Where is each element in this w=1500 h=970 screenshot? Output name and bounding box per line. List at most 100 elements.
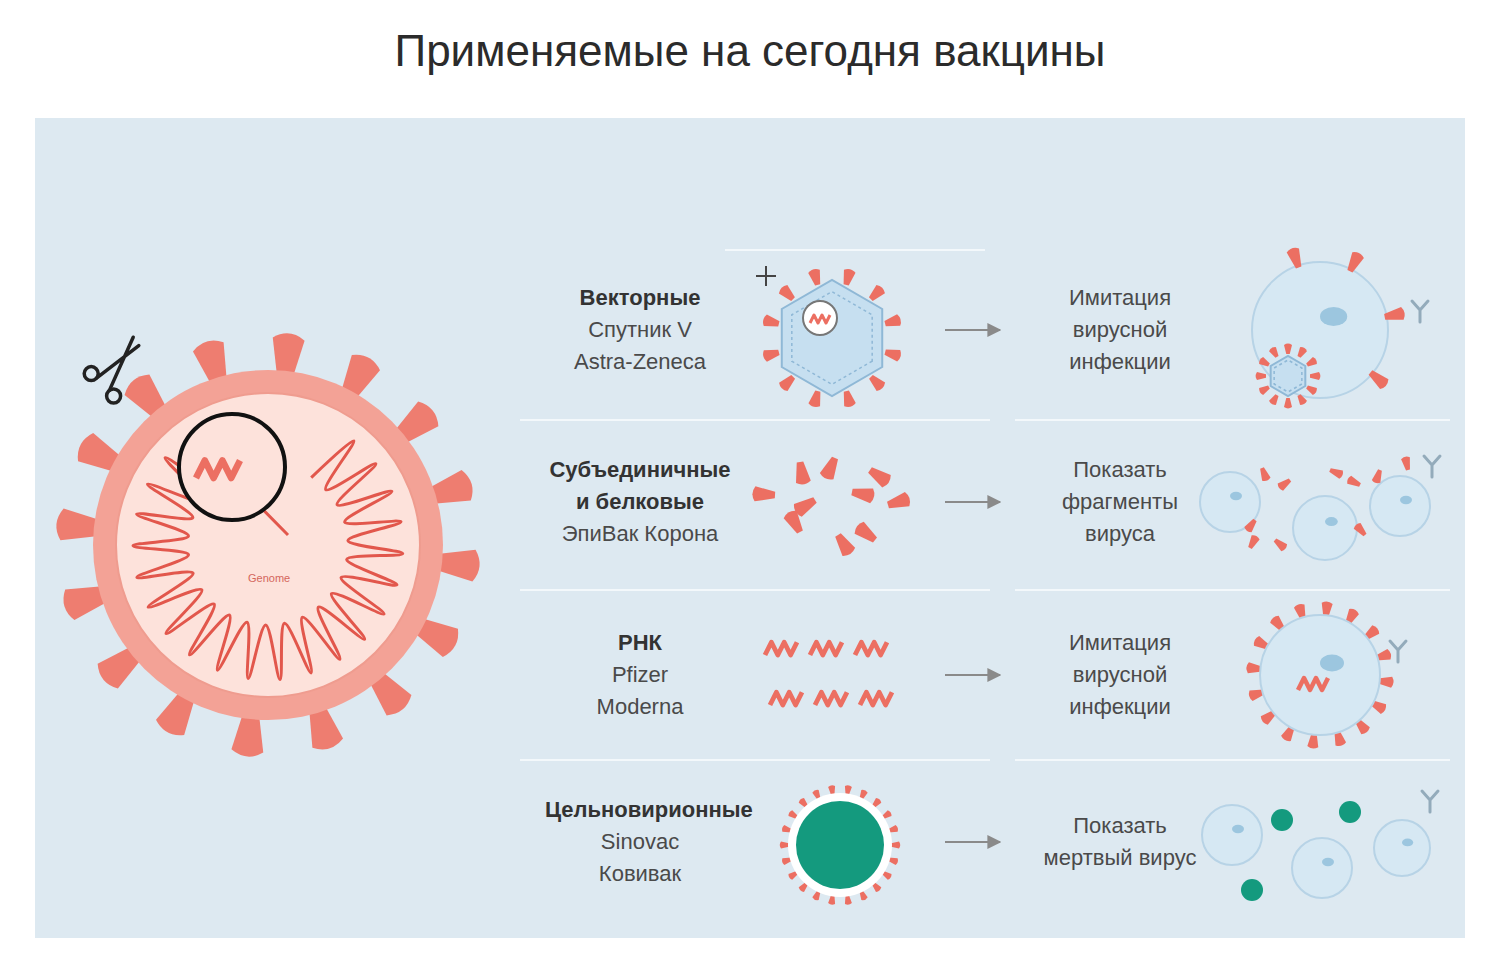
spike-protein — [1306, 385, 1317, 394]
text-column: ЦельновирионныеSinovacКовивак — [505, 794, 775, 890]
antibody — [1424, 456, 1440, 477]
row-divider — [520, 419, 990, 421]
vaccine-heading: Векторные — [580, 282, 701, 314]
spike-protein — [855, 522, 877, 543]
arrow-connector — [945, 329, 1000, 331]
nucleus — [1320, 307, 1347, 326]
row-divider — [1015, 419, 1450, 421]
vaccine-name: Ковивак — [599, 858, 681, 890]
rna-strand — [1298, 678, 1328, 690]
spike-protein — [1287, 248, 1302, 269]
dead-virus — [1241, 879, 1263, 901]
nucleus — [1322, 858, 1334, 866]
rna-strand — [810, 315, 830, 323]
gene-highlight — [179, 414, 285, 520]
spike-protein — [1401, 457, 1410, 471]
spike-protein — [1284, 344, 1292, 354]
vector-icons — [756, 248, 1428, 409]
spike-protein — [1347, 476, 1361, 487]
spike-protein — [808, 390, 820, 407]
vaccine-heading: Цельновирионные — [545, 794, 735, 826]
rna-icons — [765, 601, 1406, 748]
nucleus — [1230, 492, 1242, 500]
spike-protein — [1274, 538, 1287, 551]
vaccine-heading: Субъединичные и белковые — [545, 454, 735, 518]
spike-protein — [1284, 398, 1292, 408]
spike-protein — [1310, 372, 1320, 380]
row-divider — [1015, 589, 1450, 591]
scissors-icon — [84, 337, 139, 403]
effect-text: Показать фрагменты вируса — [1040, 454, 1200, 550]
spike-protein — [1306, 357, 1317, 366]
row-divider — [520, 759, 990, 761]
antibody — [1390, 641, 1406, 662]
spike-protein — [1260, 467, 1270, 481]
cell — [1252, 262, 1388, 398]
rna-strand — [770, 692, 802, 705]
cell — [1260, 615, 1380, 735]
vaccine-name: ЭпиВак Корона — [562, 518, 719, 550]
vaccine-effect: Имитация вирусной инфекции — [1000, 255, 1240, 405]
spike-protein — [1269, 394, 1278, 405]
rna-strand — [860, 692, 892, 705]
genome-label: Genome — [248, 572, 290, 584]
spike-protein — [844, 269, 856, 286]
plus-mark — [756, 266, 776, 286]
spike-protein — [869, 375, 885, 391]
effect-text: Имитация вирусной инфекции — [1040, 282, 1200, 378]
row-divider — [520, 589, 990, 591]
text-column: Имитация вирусной инфекции — [1040, 627, 1200, 723]
row-divider — [1015, 759, 1450, 761]
spike-protein — [1244, 519, 1256, 533]
nucleus — [1232, 825, 1244, 833]
coronavirus — [56, 333, 479, 756]
spike-protein — [1269, 347, 1278, 358]
spike-protein — [1297, 394, 1306, 405]
spike-protein — [796, 461, 811, 484]
vaccine-type: РНКPfizerModerna — [505, 600, 945, 750]
virus-interior — [116, 393, 420, 697]
spike-protein — [884, 314, 901, 326]
capsid-inner — [792, 292, 872, 385]
adenovirus-capsid — [782, 280, 882, 396]
spike-protein — [1384, 307, 1405, 320]
spike-protein — [1259, 385, 1270, 394]
spike-protein — [868, 467, 891, 487]
spike-protein — [1297, 347, 1306, 358]
vaccine-name: Pfizer — [612, 659, 668, 691]
inactivated-icons — [780, 785, 1438, 904]
antibody — [1422, 791, 1438, 812]
spike-protein — [835, 533, 855, 556]
spike-protein — [1347, 252, 1364, 272]
spike-protein — [1248, 535, 1259, 549]
panel — [35, 118, 1465, 938]
spike-protein — [763, 350, 780, 362]
spike-protein — [1329, 468, 1343, 479]
vaccine-name: Moderna — [597, 691, 684, 723]
vaccine-effect: Имитация вирусной инфекции — [1000, 600, 1240, 750]
vaccine-type: ЦельновирионныеSinovacКовивак — [505, 767, 945, 917]
cell — [1370, 476, 1430, 536]
arrow-connector — [945, 841, 1000, 843]
spike-protein — [851, 489, 874, 504]
spike-protein — [1259, 357, 1270, 366]
adenovirus-capsid — [1271, 356, 1306, 396]
row-divider — [725, 249, 985, 251]
spike-protein — [887, 492, 910, 508]
spike-protein — [884, 350, 901, 362]
cell — [1374, 820, 1430, 876]
cell — [1202, 805, 1262, 865]
spike-protein — [779, 285, 795, 301]
text-column: РНКPfizerModerna — [505, 627, 775, 723]
dead-virus — [1339, 801, 1361, 823]
virion-core — [796, 801, 884, 889]
cell — [1292, 838, 1352, 898]
nucleus — [1325, 517, 1338, 526]
text-column: Субъединичные и белковыеЭпиВак Корона — [505, 454, 775, 550]
spike-protein — [1354, 523, 1367, 536]
vaccine-effect: Показать фрагменты вируса — [1000, 427, 1240, 577]
cell — [1200, 472, 1260, 532]
nucleus — [1400, 496, 1412, 504]
